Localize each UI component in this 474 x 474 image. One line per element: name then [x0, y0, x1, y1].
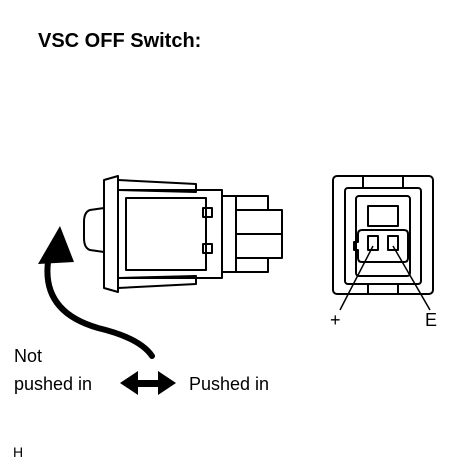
double-arrow-icon — [120, 371, 176, 395]
label-not: Not — [14, 346, 43, 366]
curved-arrowhead — [38, 226, 74, 264]
figure-id: H — [13, 444, 24, 460]
curved-arrow — [44, 259, 155, 359]
label-pushed-in-left: pushed in — [14, 374, 93, 394]
diagram-title: VSC OFF Switch: — [38, 30, 202, 52]
label-pushed-in: Pushed in — [189, 374, 270, 394]
switch-side-view — [83, 175, 283, 293]
terminal-e-label: E — [425, 310, 438, 330]
terminal-plus-label: + — [330, 310, 341, 330]
connector-front-view — [332, 175, 434, 311]
